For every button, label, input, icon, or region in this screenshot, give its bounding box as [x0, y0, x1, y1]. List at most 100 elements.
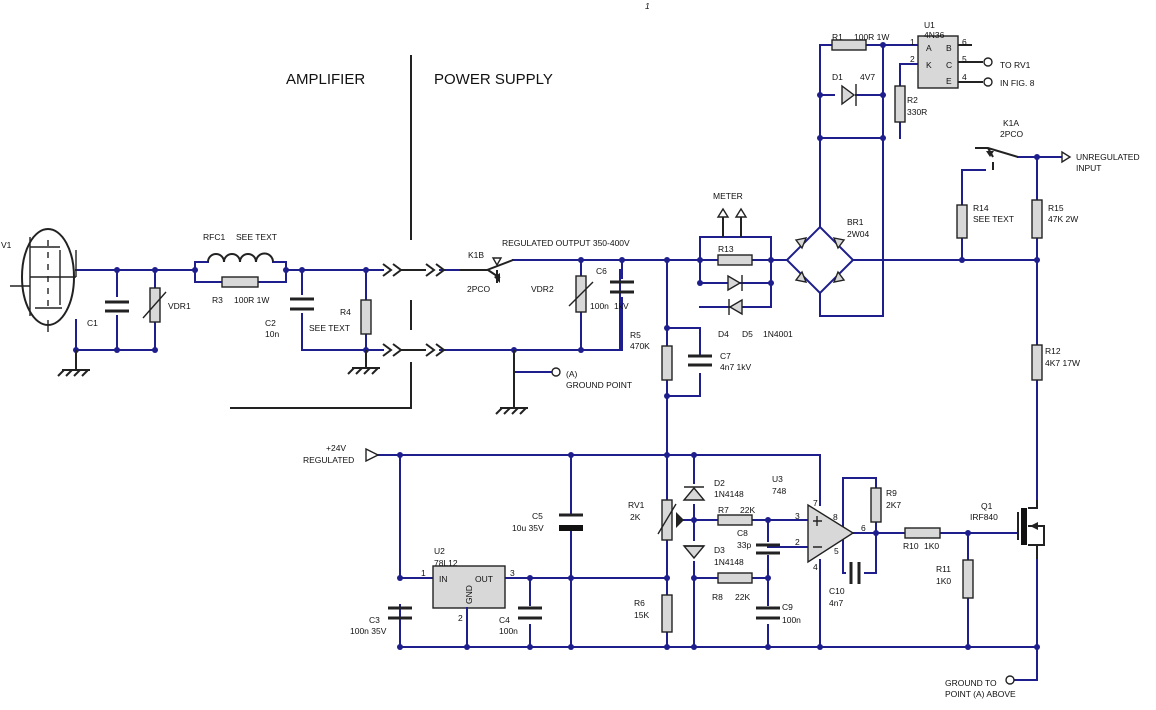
label-u2-value: 78L12: [434, 558, 458, 568]
resistor-r4: [360, 299, 372, 335]
label-r5: R5: [630, 330, 641, 340]
label-r7: R7: [718, 505, 729, 515]
label-to-rv1: TO RV1: [1000, 60, 1031, 70]
capacitor-c8: [756, 543, 780, 555]
capacitor-c3: [388, 606, 412, 620]
label-d5: D5: [742, 329, 753, 339]
wiring: [75, 44, 1063, 681]
resistor-r10: [904, 527, 941, 539]
label-u3-pin2: 2: [795, 537, 800, 547]
capacitor-c4: [518, 606, 542, 620]
label-u1-pin2: 2: [910, 54, 915, 64]
label-u1-k: K: [926, 60, 932, 70]
label-c6: C6: [596, 266, 607, 276]
label-q1-value: IRF840: [970, 512, 998, 522]
section-amplifier: AMPLIFIER: [286, 71, 365, 88]
resistor-r12: [1031, 344, 1043, 381]
label-vdr1: VDR1: [168, 301, 191, 311]
label-r9-value: 2K7: [886, 500, 901, 510]
label-c7-value: 4n7 1kV: [720, 362, 752, 372]
label-c3: C3: [369, 615, 380, 625]
vdr-vdr2: [568, 275, 594, 313]
diode-d5: [728, 298, 743, 316]
diode-d4: [727, 274, 743, 292]
regulator-u2: [432, 565, 506, 623]
label-c4-value: 100n: [499, 626, 518, 636]
optocoupler-u1: [917, 35, 993, 89]
label-u3-pin7: 7: [813, 498, 818, 508]
resistor-r5: [661, 345, 673, 381]
capacitor-c2: [290, 297, 314, 311]
label-u1: U1: [924, 20, 935, 30]
label-r14: R14: [973, 203, 989, 213]
capacitor-c1: [105, 300, 129, 313]
label-c7: C7: [720, 351, 731, 361]
relay-contact-k1b: [460, 257, 514, 283]
ground-symbols: [57, 350, 561, 415]
label-r4: R4: [340, 307, 351, 317]
label-unregulated-input-1: UNREGULATED: [1076, 152, 1140, 162]
label-regulated-output: REGULATED OUTPUT 350-400V: [502, 238, 630, 248]
resistor-r3: [221, 276, 259, 288]
label-r11-value: 1K0: [936, 576, 951, 586]
label-u1-pin6: 6: [962, 37, 967, 47]
label-r9: R9: [886, 488, 897, 498]
label-u1-a: A: [926, 43, 932, 53]
label-r11: R11: [936, 564, 951, 574]
junction-dots: [73, 42, 1040, 650]
label-r4-value: SEE TEXT: [309, 323, 350, 333]
capacitor-c9: [756, 606, 780, 620]
resistor-r13: [717, 254, 753, 266]
label-r2: R2: [907, 95, 918, 105]
potentiometer-rv1: [657, 499, 684, 541]
label-d3-value: 1N4148: [714, 557, 744, 567]
label-r6-value: 15K: [634, 610, 649, 620]
resistor-r2: [894, 85, 906, 123]
label-in-fig8: IN FIG. 8: [1000, 78, 1035, 88]
label-r1-value: 100R 1W: [854, 32, 889, 42]
label-r3-value: 100R 1W: [234, 295, 269, 305]
label-u3-pin5: 5: [834, 546, 839, 556]
diode-d3: [682, 545, 706, 560]
resistor-r6: [661, 594, 673, 633]
label-u1-e: E: [946, 76, 952, 86]
resistor-r14: [956, 204, 968, 239]
label-ground-point-a: (A): [566, 369, 578, 379]
label-r15-value: 47K 2W: [1048, 214, 1078, 224]
label-u3-pin4: 4: [813, 562, 818, 572]
label-plus24v: +24V: [326, 443, 346, 453]
label-u1-b: B: [946, 43, 952, 53]
label-k1b-value: 2PCO: [467, 284, 491, 294]
label-regulated: REGULATED: [303, 455, 354, 465]
label-u2-gnd: GND: [464, 585, 474, 604]
label-r3: R3: [212, 295, 223, 305]
capacitor-c10: [849, 562, 861, 584]
label-r10: R10: [903, 541, 919, 551]
label-br1-value: 2W04: [847, 229, 869, 239]
label-ground-to-1: GROUND TO: [945, 678, 997, 688]
label-u2-out: OUT: [475, 574, 493, 584]
resistor-r7: [717, 514, 753, 526]
capacitor-c7: [688, 354, 712, 367]
label-r12-value: 4K7 17W: [1045, 358, 1080, 368]
label-v1: V1: [1, 240, 12, 250]
relay-contact-k1a: [975, 147, 1072, 170]
label-u3: U3: [772, 474, 783, 484]
resistor-r9: [870, 487, 882, 523]
label-c5: C5: [532, 511, 543, 521]
label-d3: D3: [714, 545, 725, 555]
label-c10-value: 4n7: [829, 598, 843, 608]
label-r10-value: 1K0: [924, 541, 939, 551]
label-u2-pin3: 3: [510, 568, 515, 578]
label-c6-value2: 1kV: [614, 301, 629, 311]
zener-d1: [841, 84, 857, 106]
label-c4: C4: [499, 615, 510, 625]
mosfet-q1: [1017, 500, 1045, 560]
label-k1a: K1A: [1003, 118, 1019, 128]
label-d1: D1: [832, 72, 843, 82]
label-c9-value: 100n: [782, 615, 801, 625]
label-c6-value1: 100n: [590, 301, 609, 311]
output-connectors: [382, 263, 446, 357]
label-c8: C8: [737, 528, 748, 538]
label-r12: R12: [1045, 346, 1061, 356]
